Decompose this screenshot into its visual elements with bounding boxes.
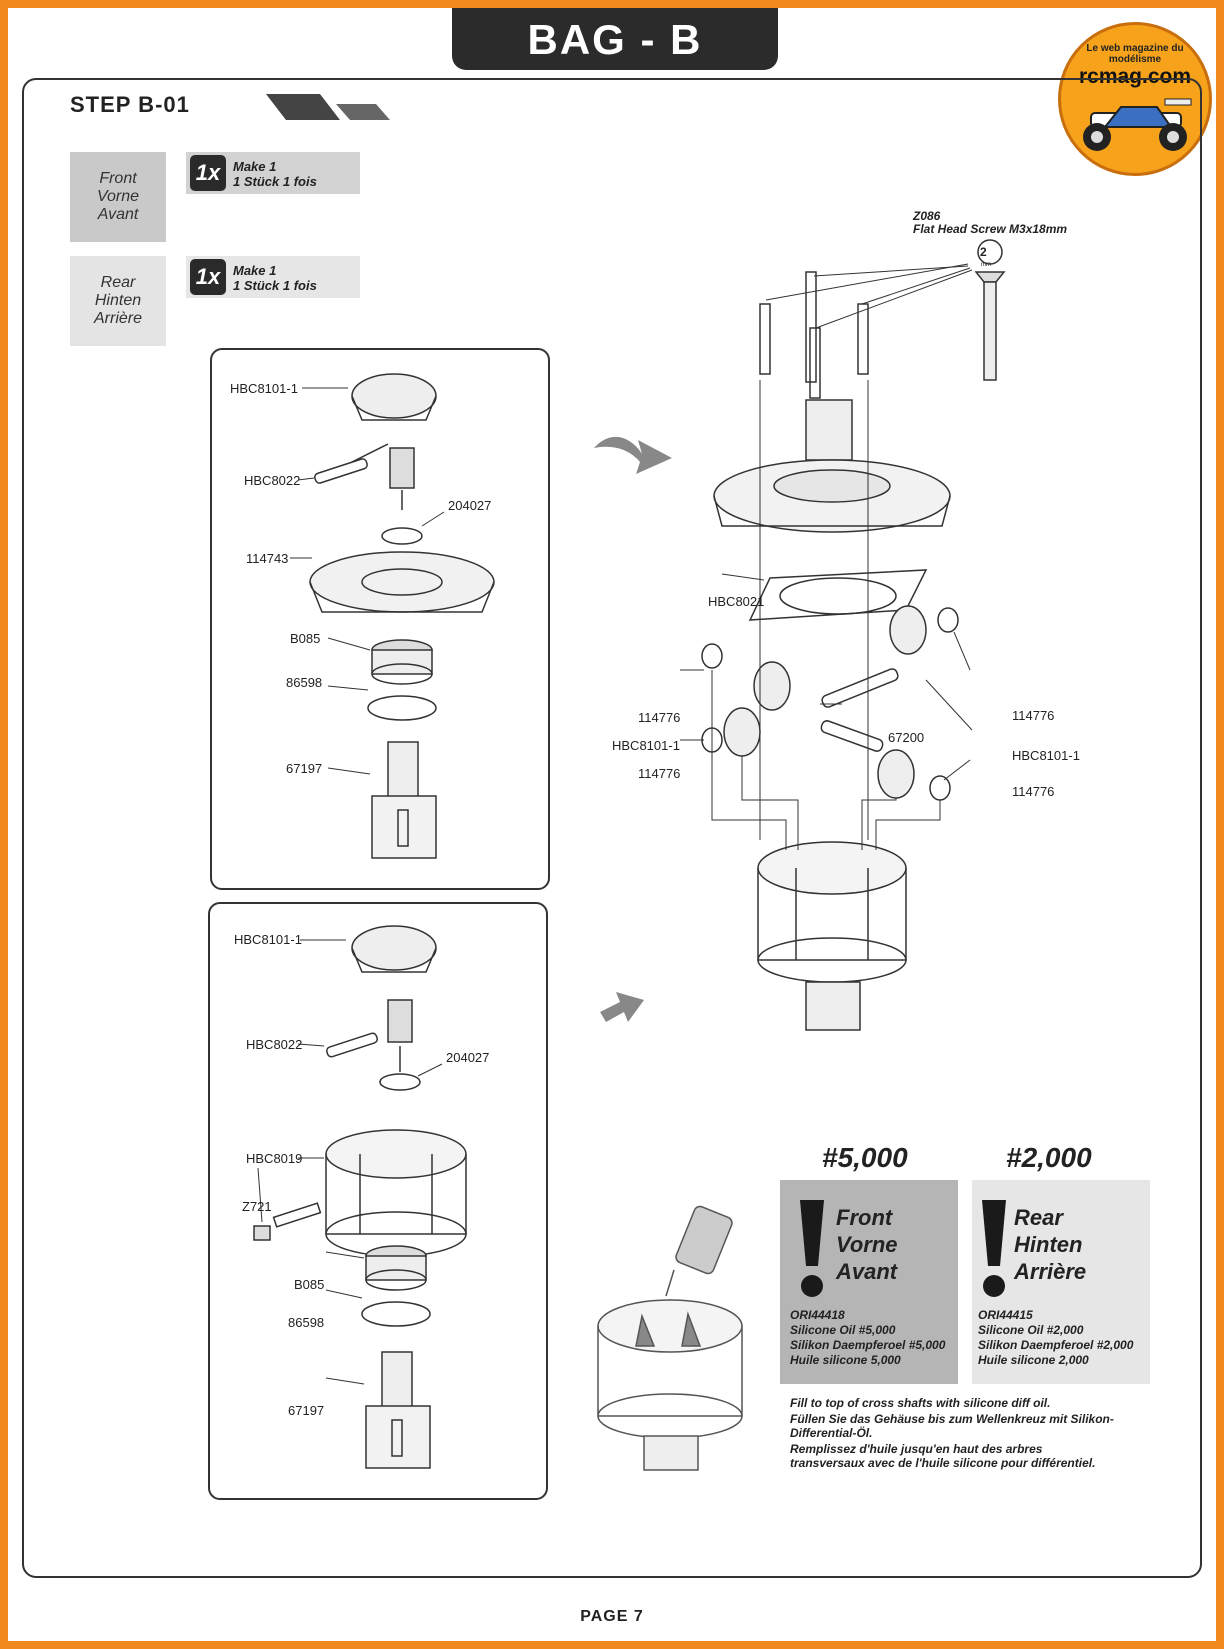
rear-part-outdrive: 67197 <box>288 1403 324 1418</box>
loc-rear-de: Hinten <box>94 292 142 309</box>
rear-part-gear: HBC8101-1 <box>234 932 302 947</box>
rear-oil-fr: Arrière <box>1014 1259 1087 1284</box>
front-part-bearing: B085 <box>290 631 320 646</box>
front-diff-panel: HBC8101-1 HBC8022 204027 114743 B085 865… <box>210 348 550 890</box>
wrench-size: 2 <box>980 245 987 259</box>
rear-oil-en-name: Silicone Oil #2,000 <box>978 1323 1084 1337</box>
front-part-outdrive: 67197 <box>286 761 322 776</box>
quantity-make: Make 1 <box>233 263 277 278</box>
title-stripes <box>266 94 390 120</box>
rear-part-bearing: B085 <box>294 1277 324 1292</box>
rear-oil-number: #2,000 <box>1006 1142 1092 1173</box>
fill-instructions-de: Füllen Sie das Gehäuse bis zum Wellenkre… <box>790 1412 1114 1440</box>
rear-part-pin: HBC8022 <box>246 1037 302 1052</box>
rear-oil-en: Rear <box>1014 1205 1063 1230</box>
front-oil-location: Front Vorne Avant <box>836 1204 898 1285</box>
rear-diff-exploded-drawing: HBC8101-1 HBC8022 204027 HBC8019 Z721 B0… <box>234 925 489 1469</box>
wrench-unit: mm <box>981 262 991 268</box>
fill-instructions: Fill to top of cross shafts with silicon… <box>790 1396 1120 1472</box>
rear-diff-panel: HBC8101-1 HBC8022 204027 HBC8019 Z721 B0… <box>208 902 548 1500</box>
loc-front-de: Vorne <box>96 188 140 205</box>
step-container <box>22 78 1202 1578</box>
rear-oil-de-name: Silikon Daempferoel #2,000 <box>978 1338 1134 1352</box>
spider-gear-label: HBC8101-1 <box>612 738 680 753</box>
loc-front-en: Front <box>99 170 137 187</box>
rear-oil-de: Hinten <box>1014 1232 1083 1257</box>
screw-callout: Z086 Flat Head Screw M3x18mm <box>913 210 1067 236</box>
warning-exclamation-icon <box>982 1200 1006 1297</box>
front-location-label: Front Vorne Avant <box>70 152 166 242</box>
rear-quantity: 1x Make 1 1 Stück 1 fois <box>186 256 360 298</box>
washer-label: 114776 <box>1012 708 1055 723</box>
screw-name: Flat Head Screw M3x18mm <box>913 222 1068 236</box>
screw-code: Z086 <box>913 209 941 223</box>
site-logo[interactable]: Le web magazine du modélisme rcmag.com <box>1058 22 1212 176</box>
quantity-badge: 1x <box>190 155 226 191</box>
rear-location-label: Rear Hinten Arrière <box>70 256 166 346</box>
cross-shaft-label: 67200 <box>888 730 925 745</box>
logo-tagline: Le web magazine du modélisme <box>1086 43 1184 65</box>
front-part-ring-gear: 114743 <box>246 551 288 566</box>
bag-title: BAG - B <box>452 8 778 70</box>
fill-instructions-en: Fill to top of cross shafts with silicon… <box>790 1396 1051 1410</box>
front-quantity: 1x Make 1 1 Stück 1 fois <box>186 152 360 194</box>
front-oil-number: #5,000 <box>822 1142 908 1173</box>
front-oil-en: Front <box>836 1205 893 1230</box>
diff-assembly-drawing: 2 mm <box>680 239 1006 1031</box>
flow-arrow-icon <box>600 992 644 1022</box>
washer-label: 114776 <box>638 710 681 725</box>
front-oil-de: Vorne <box>836 1232 898 1257</box>
quantity-stueck: 1 Stück 1 fois <box>233 174 317 189</box>
front-oil-fr: Avant <box>836 1259 898 1284</box>
rear-part-washer: 204027 <box>446 1050 489 1065</box>
rear-part-oring: 86598 <box>288 1315 324 1330</box>
front-part-washer: 204027 <box>448 498 491 513</box>
rear-oil-code: ORI44415 <box>978 1308 1033 1322</box>
washer-label: 114776 <box>638 766 681 781</box>
quantity-badge: 1x <box>190 259 226 295</box>
fill-instructions-fr: Remplissez d'huile jusqu'en haut des arb… <box>790 1442 1096 1470</box>
page-number: PAGE 7 <box>580 1608 644 1625</box>
front-oil-spec: ORI44418 Silicone Oil #5,000 Silikon Dae… <box>790 1308 945 1368</box>
flow-arrow-icon <box>594 436 672 474</box>
logo-brand: rcmag.com <box>1078 65 1192 88</box>
gasket-label: HBC8021 <box>708 594 765 609</box>
front-oil-de-name: Silikon Daempferoel #5,000 <box>790 1338 946 1352</box>
washer-label: 114776 <box>1012 784 1055 799</box>
front-oil-code: ORI44418 <box>790 1308 845 1322</box>
rear-oil-location: Rear Hinten Arrière <box>1014 1204 1086 1285</box>
rear-part-set-screw: Z721 <box>242 1199 272 1214</box>
oil-filling-drawing <box>597 1205 743 1471</box>
front-oil-fr-name: Huile silicone 5,000 <box>790 1353 901 1367</box>
loc-rear-en: Rear <box>100 274 136 291</box>
rear-oil-box: Rear Hinten Arrière ORI44415 Silicone Oi… <box>972 1180 1150 1384</box>
buggy-icon <box>1083 98 1192 151</box>
warning-exclamation-icon <box>800 1200 824 1297</box>
front-part-pin: HBC8022 <box>244 473 300 488</box>
front-part-gear: HBC8101-1 <box>230 381 298 396</box>
rear-oil-spec: ORI44415 Silicone Oil #2,000 Silikon Dae… <box>978 1308 1133 1368</box>
rear-oil-fr-name: Huile silicone 2,000 <box>978 1353 1089 1367</box>
rear-part-case: HBC8019 <box>246 1151 302 1166</box>
front-oil-en-name: Silicone Oil #5,000 <box>790 1323 896 1337</box>
spider-gear-label: HBC8101-1 <box>1012 748 1080 763</box>
front-part-oring: 86598 <box>286 675 322 690</box>
quantity-stueck: 1 Stück 1 fois <box>233 278 317 293</box>
front-oil-box: Front Vorne Avant ORI44418 Silicone Oil … <box>780 1180 958 1384</box>
quantity-make: Make 1 <box>233 159 277 174</box>
loc-front-fr: Avant <box>97 206 139 223</box>
loc-rear-fr: Arrière <box>93 310 142 327</box>
front-diff-exploded-drawing: HBC8101-1 HBC8022 204027 114743 B085 865… <box>230 373 495 859</box>
step-title: STEP B-01 <box>70 92 190 117</box>
